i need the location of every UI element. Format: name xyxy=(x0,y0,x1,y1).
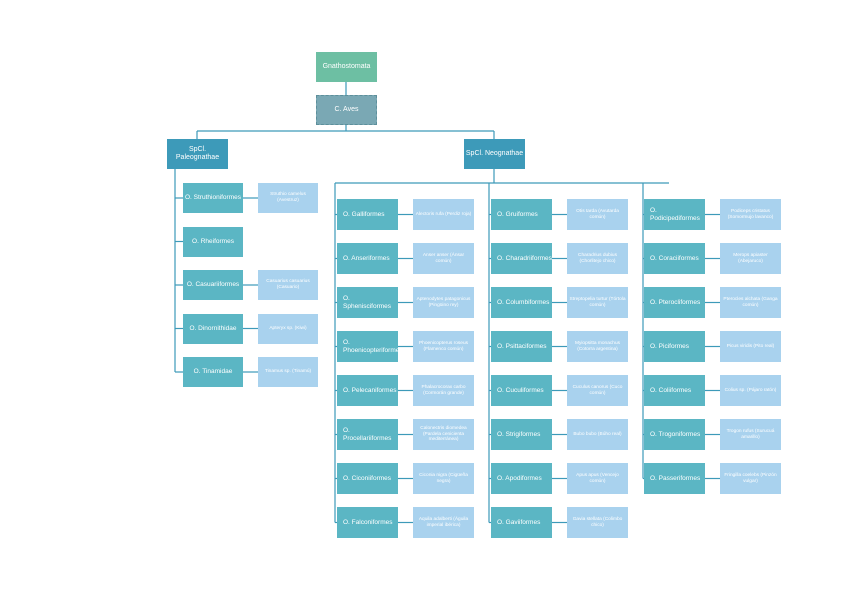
paleo-species-node: Struthio camelus (Avestruz) xyxy=(258,183,318,213)
neo_col2-order-node: O. Gaviiformes xyxy=(491,507,552,538)
neo_col3-order-node: O. Piciformes xyxy=(644,331,705,362)
neo_col1-species-node: Anser anser (Ánsar común) xyxy=(413,243,474,274)
neo_col2-species-node: Cuculus canorus (Cuco común) xyxy=(567,375,628,406)
neo_col2-order-node: O. Columbiformes xyxy=(491,287,552,318)
neo_col2-species-node: Bubo bubo (Búho real) xyxy=(567,419,628,450)
neo_col1-order-node: O. Ciconiiformes xyxy=(337,463,398,494)
neo_col1-order-node: O. Sphenisciformes xyxy=(337,287,398,318)
neo_col1-species-node: Alectoris rufa (Perdiz roja) xyxy=(413,199,474,230)
class-node: C. Aves xyxy=(316,95,377,125)
neo_col1-species-node: Phoenicopterus roseus (Flamenco común) xyxy=(413,331,474,362)
neo_col3-order-node: O. Podicipediformes xyxy=(644,199,705,230)
neo_col1-species-node: Calonectris diomedea (Pardela cenicienta… xyxy=(413,419,474,450)
neo_col1-order-node: O. Falconiformes xyxy=(337,507,398,538)
superorder-neognathae: SpCl. Neognathae xyxy=(464,139,525,169)
neo_col1-order-node: O. Phoenicopteriformes xyxy=(337,331,403,362)
paleo-order-node: O. Rheiformes xyxy=(183,226,243,257)
superorder-paleognathae: SpCl. Paleognathae xyxy=(167,139,228,169)
neo_col2-order-node: O. Psittaciformes xyxy=(491,331,552,362)
neo_col3-order-node: O. Trogoniformes xyxy=(644,419,705,450)
neo_col3-species-node: Pterocles alchata (Ganga común) xyxy=(720,287,781,318)
neo_col1-order-node: O. Procellariiformes xyxy=(337,419,398,450)
neo_col3-species-node: Trogon rufus (Surucuá amarillo) xyxy=(720,419,781,450)
neo_col2-order-node: O. Apodiformes xyxy=(491,463,552,494)
neo_col1-species-node: Ciconia nigra (Cigüeña negra) xyxy=(413,463,474,494)
neo_col3-species-node: Fringilla coelebs (Pinzón vulgar) xyxy=(720,463,781,494)
paleo-order-node: O. Casuariiformes xyxy=(183,270,243,300)
neo_col1-order-node: O. Galliformes xyxy=(337,199,398,230)
neo_col2-order-node: O. Charadriiformes xyxy=(491,243,552,274)
neo_col2-species-node: Otis tarda (Avutarda común) xyxy=(567,199,628,230)
neo_col2-order-node: O. Strigiformes xyxy=(491,419,552,450)
neo_col3-order-node: O. Coraciiformes xyxy=(644,243,705,274)
neo_col2-order-node: O. Gruiformes xyxy=(491,199,552,230)
neo_col3-order-node: O. Coliiformes xyxy=(644,375,705,406)
neo_col1-species-node: Aptenodytes patagonicus (Pingüino rey) xyxy=(413,287,474,318)
neo_col1-species-node: Aquila adalberti (Águila imperial ibéric… xyxy=(413,507,474,538)
neo_col3-species-node: Colius sp. (Pájaro ratón) xyxy=(720,375,781,406)
paleo-order-node: O. Struthioniformes xyxy=(183,183,243,213)
paleo-order-node: O. Dinornithidae xyxy=(183,313,243,344)
neo_col3-species-node: Podiceps cristatus (Somormujo lavanco) xyxy=(720,199,781,230)
paleo-species-node: Tinamus sp. (Tinamú) xyxy=(258,357,318,387)
paleo-species-node: Casuarius casuarius (Casuario) xyxy=(258,270,318,300)
root-node: Gnathostomata xyxy=(316,52,377,82)
neo_col1-species-node: Phalacrocorax carbo (Cormorán grande) xyxy=(413,375,474,406)
paleo-order-node: O. Tinamidae xyxy=(183,357,243,387)
neo_col3-species-node: Picus viridis (Pito real) xyxy=(720,331,781,362)
neo_col2-species-node: Apus apus (Vencejo común) xyxy=(567,463,628,494)
neo_col3-order-node: O. Passeriformes xyxy=(644,463,705,494)
neo_col2-order-node: O. Cuculiformes xyxy=(491,375,552,406)
neo_col2-species-node: Streptopelia turtur (Tórtola común) xyxy=(567,287,628,318)
neo_col2-species-node: Charadrius dubius (Chorlitejo chico) xyxy=(567,243,628,274)
neo_col3-species-node: Merops apiaster (Abejaruco) xyxy=(720,243,781,274)
neo_col2-species-node: Myiopsitta monachus (Cotorra argentina) xyxy=(567,331,628,362)
paleo-species-node: Apteryx sp. (Kiwi) xyxy=(258,313,318,344)
neo_col1-order-node: O. Anseriformes xyxy=(337,243,398,274)
neo_col2-species-node: Gavia stellata (Colimbo chico) xyxy=(567,507,628,538)
neo_col3-order-node: O. Pterocliformes xyxy=(644,287,705,318)
neo_col1-order-node: O. Pelecaniformes xyxy=(337,375,398,406)
